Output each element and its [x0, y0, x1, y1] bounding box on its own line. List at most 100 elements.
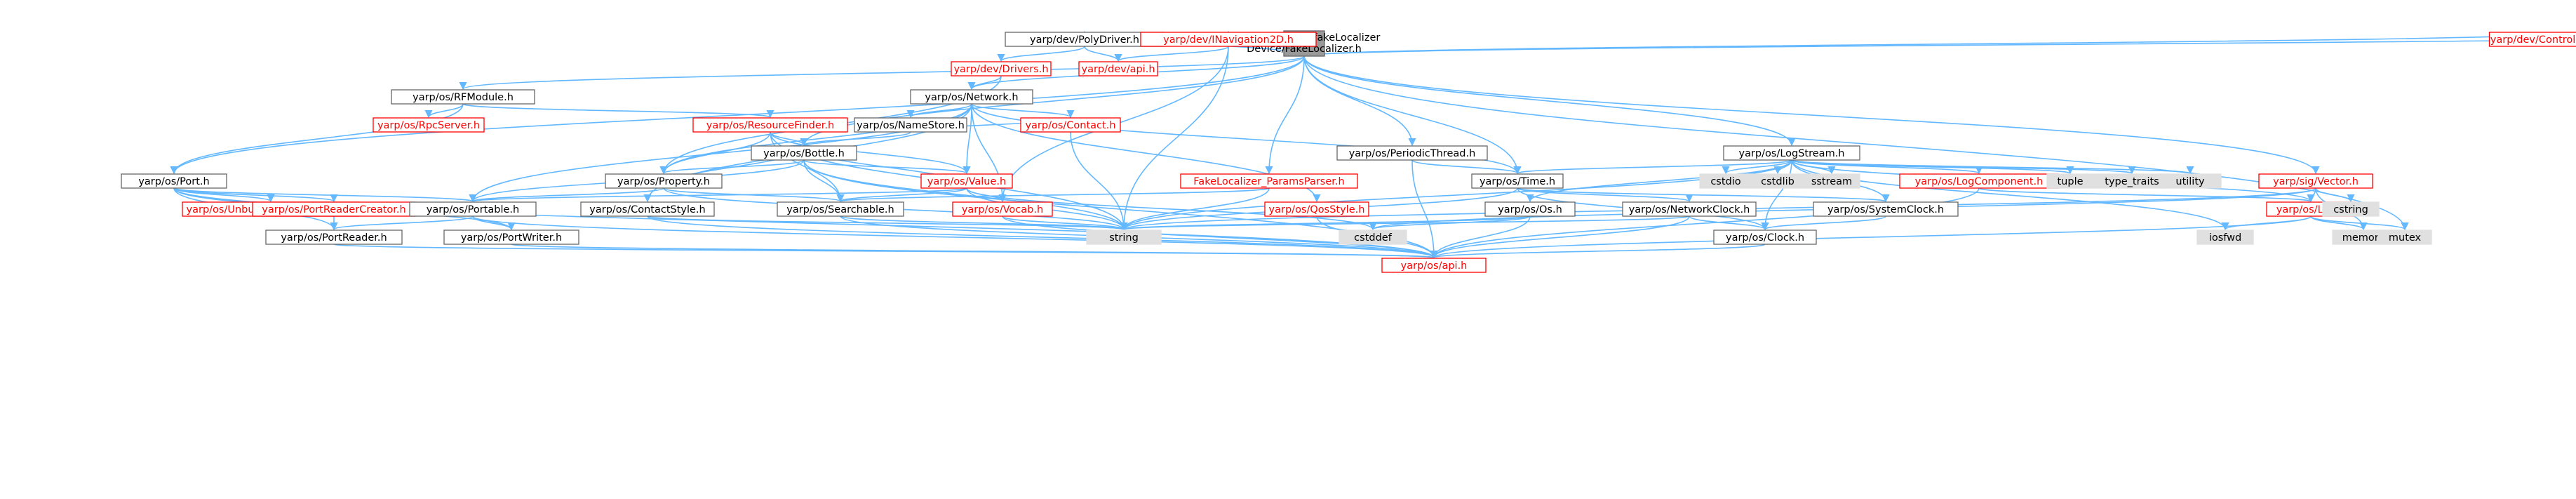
- edge-portable-to-portreader: [330, 215, 474, 231]
- node-string[interactable]: string: [1086, 229, 1162, 245]
- node-box-mutex: [2377, 229, 2432, 245]
- node-rfmodule[interactable]: yarp/os/RFModule.h: [391, 89, 535, 105]
- edge-systemclock-to-clock: [1761, 215, 1886, 231]
- edge-rfmodule-to-port: [170, 103, 464, 175]
- node-value[interactable]: yarp/os/Value.h: [920, 173, 1013, 189]
- node-sstream[interactable]: sstream: [1803, 173, 1860, 189]
- edge-rfmodule-to-resfinder: [462, 103, 774, 119]
- edge-network-to-contact: [971, 103, 1075, 119]
- node-qosstyle[interactable]: yarp/os/QosStyle.h: [1264, 201, 1369, 217]
- node-portwriter[interactable]: yarp/os/PortWriter.h: [443, 229, 579, 245]
- node-network[interactable]: yarp/os/Network.h: [910, 89, 1033, 105]
- node-box-periodic: [1336, 145, 1488, 161]
- node-cstring[interactable]: cstring: [2322, 201, 2380, 217]
- node-label-clock: yarp/os/Clock.h: [1726, 232, 1804, 244]
- node-box-clock: [1713, 229, 1817, 245]
- node-iosfwd[interactable]: iosfwd: [2196, 229, 2254, 245]
- node-box-devapi: [1078, 61, 1158, 76]
- node-os[interactable]: yarp/os/Os.h: [1484, 201, 1576, 217]
- node-label-cstdio: cstdio: [1710, 176, 1740, 187]
- node-polydriver[interactable]: yarp/dev/PolyDriver.h: [1005, 32, 1165, 47]
- node-label-string: string: [1109, 232, 1139, 244]
- node-label-contactstyle: yarp/os/ContactStyle.h: [589, 204, 705, 215]
- node-box-property: [605, 173, 723, 189]
- node-portable[interactable]: yarp/os/Portable.h: [409, 201, 537, 217]
- edge-logcomponent-to-osapi: [1430, 187, 1980, 259]
- node-label-devapi: yarp/dev/api.h: [1081, 64, 1155, 75]
- edge-logstream-to-string: [1120, 159, 1792, 231]
- node-utility[interactable]: utility: [2159, 173, 2222, 189]
- node-label-periodic: yarp/os/PeriodicThread.h: [1349, 148, 1476, 159]
- node-port[interactable]: yarp/os/Port.h: [121, 173, 227, 189]
- node-label-contact: yarp/os/Contact.h: [1025, 120, 1115, 131]
- edge-log-to-osapi: [1430, 215, 2312, 259]
- node-paramsparser[interactable]: FakeLocalizer_ParamsParser.h: [1180, 173, 1358, 189]
- node-bottle[interactable]: yarp/os/Bottle.h: [751, 145, 857, 161]
- node-rpcserver[interactable]: yarp/os/RpcServer.h: [373, 117, 485, 133]
- node-networkclock[interactable]: yarp/os/NetworkClock.h: [1622, 201, 1757, 217]
- edge-logcomponent-to-log: [1978, 187, 2315, 203]
- edge-inav-to-devapi: [1114, 46, 1229, 62]
- node-drivers[interactable]: yarp/dev/Drivers.h: [951, 61, 1052, 76]
- node-sigvector[interactable]: yarp/sig/Vector.h: [2258, 173, 2373, 189]
- node-label-sstream: sstream: [1811, 176, 1852, 187]
- node-logcomponent[interactable]: yarp/os/LogComponent.h: [1899, 173, 2059, 189]
- edge-root-to-sigvector: [1303, 55, 2320, 175]
- node-periodic[interactable]: yarp/os/PeriodicThread.h: [1336, 145, 1488, 161]
- node-inav[interactable]: yarp/dev/INavigation2D.h: [1140, 32, 1317, 47]
- node-cbi[interactable]: yarp/dev/ControlBoardInterfaces.h: [2488, 32, 2576, 47]
- edge-portable-to-portwriter: [472, 215, 516, 231]
- node-namestore[interactable]: yarp/os/NameStore.h: [854, 117, 967, 133]
- node-cstdio[interactable]: cstdio: [1699, 173, 1752, 189]
- node-box-utility: [2159, 173, 2222, 189]
- edge-portable-to-osapi: [472, 215, 1438, 259]
- node-typetraits[interactable]: type_traits: [2093, 173, 2171, 189]
- edge-portwriter-to-osapi: [511, 244, 1437, 259]
- node-box-value: [920, 173, 1013, 189]
- node-contact[interactable]: yarp/os/Contact.h: [1020, 117, 1121, 133]
- node-cstddef[interactable]: cstddef: [1339, 229, 1407, 245]
- node-box-sstream: [1803, 173, 1860, 189]
- edge-port-to-osapi: [173, 187, 1438, 259]
- node-osapi[interactable]: yarp/os/api.h: [1381, 258, 1487, 273]
- node-label-cstdlib: cstdlib: [1761, 176, 1795, 187]
- node-box-vocab: [952, 201, 1053, 217]
- node-cstdlib[interactable]: cstdlib: [1751, 173, 1804, 189]
- node-tuple[interactable]: tuple: [2046, 173, 2094, 189]
- node-box-cstring: [2322, 201, 2380, 217]
- edge-time-to-networkclock: [1517, 187, 1693, 203]
- node-searchable[interactable]: yarp/os/Searchable.h: [777, 201, 904, 217]
- node-devapi[interactable]: yarp/dev/api.h: [1078, 61, 1158, 76]
- node-label-property: yarp/os/Property.h: [617, 176, 710, 187]
- node-label-utility: utility: [2175, 176, 2205, 187]
- node-label-memory: memory: [2342, 232, 2385, 244]
- edge-vocab-to-osapi: [1002, 215, 1438, 259]
- node-label-time: yarp/os/Time.h: [1480, 176, 1555, 187]
- edge-network-to-value: [962, 103, 972, 175]
- node-property[interactable]: yarp/os/Property.h: [605, 173, 723, 189]
- node-label-resfinder: yarp/os/ResourceFinder.h: [706, 120, 834, 131]
- node-portreadercreator[interactable]: yarp/os/PortReaderCreator.h: [252, 201, 416, 217]
- node-label-inav: yarp/dev/INavigation2D.h: [1163, 34, 1294, 46]
- node-logstream[interactable]: yarp/os/LogStream.h: [1723, 145, 1860, 161]
- edge-resfinder-to-value: [770, 131, 971, 175]
- node-label-cbi: yarp/dev/ControlBoardInterfaces.h: [2490, 34, 2576, 46]
- node-vocab[interactable]: yarp/os/Vocab.h: [952, 201, 1053, 217]
- node-label-port: yarp/os/Port.h: [138, 176, 209, 187]
- node-clock[interactable]: yarp/os/Clock.h: [1713, 229, 1817, 245]
- node-resfinder[interactable]: yarp/os/ResourceFinder.h: [692, 117, 848, 133]
- node-label-portreader: yarp/os/PortReader.h: [281, 232, 387, 244]
- node-contactstyle[interactable]: yarp/os/ContactStyle.h: [580, 201, 715, 217]
- node-label-bottle: yarp/os/Bottle.h: [763, 148, 845, 159]
- node-box-rfmodule: [391, 89, 535, 105]
- node-systemclock[interactable]: yarp/os/SystemClock.h: [1813, 201, 1959, 217]
- edge-contact-to-string: [1070, 131, 1128, 231]
- node-box-resfinder: [692, 117, 848, 133]
- node-mutex[interactable]: mutex: [2377, 229, 2432, 245]
- edge-root-to-rfmodule: [459, 55, 1305, 91]
- node-portreader[interactable]: yarp/os/PortReader.h: [265, 229, 403, 245]
- node-box-network: [910, 89, 1033, 105]
- node-box-osapi: [1381, 258, 1487, 273]
- node-time[interactable]: yarp/os/Time.h: [1471, 173, 1564, 189]
